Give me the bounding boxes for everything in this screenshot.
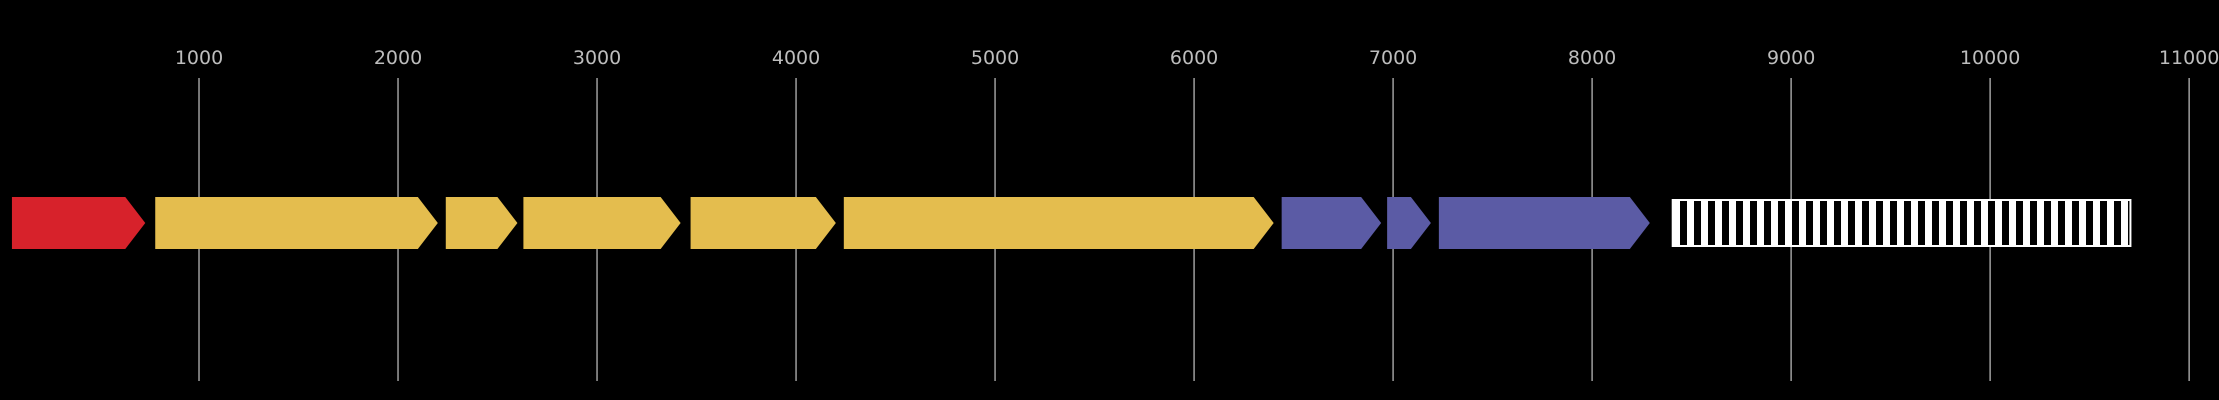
feature-hatched bbox=[1673, 201, 2130, 245]
gene-1 bbox=[11, 197, 146, 249]
gene-8 bbox=[1387, 197, 1431, 249]
gene-3 bbox=[445, 197, 518, 249]
axis-tick-label-4000: 4000 bbox=[772, 47, 820, 69]
axis-tick-label-9000: 9000 bbox=[1767, 47, 1815, 69]
gene-7 bbox=[1281, 197, 1382, 249]
gene-5 bbox=[690, 197, 836, 249]
axis-tick-label-6000: 6000 bbox=[1170, 47, 1218, 69]
axis-tick-label-11000: 11000 bbox=[2159, 47, 2219, 69]
axis-tick-label-2000: 2000 bbox=[374, 47, 422, 69]
axis-tick-label-3000: 3000 bbox=[573, 47, 621, 69]
gene-4 bbox=[523, 197, 681, 249]
axis-tick-label-10000: 10000 bbox=[1960, 47, 2020, 69]
axis-tick-label-5000: 5000 bbox=[971, 47, 1019, 69]
axis-tick-label-8000: 8000 bbox=[1568, 47, 1616, 69]
axis-tick-label-7000: 7000 bbox=[1369, 47, 1417, 69]
gene-2 bbox=[155, 197, 438, 249]
gene-6 bbox=[843, 197, 1274, 249]
axis-tick-label-1000: 1000 bbox=[175, 47, 223, 69]
gene-9 bbox=[1438, 197, 1650, 249]
